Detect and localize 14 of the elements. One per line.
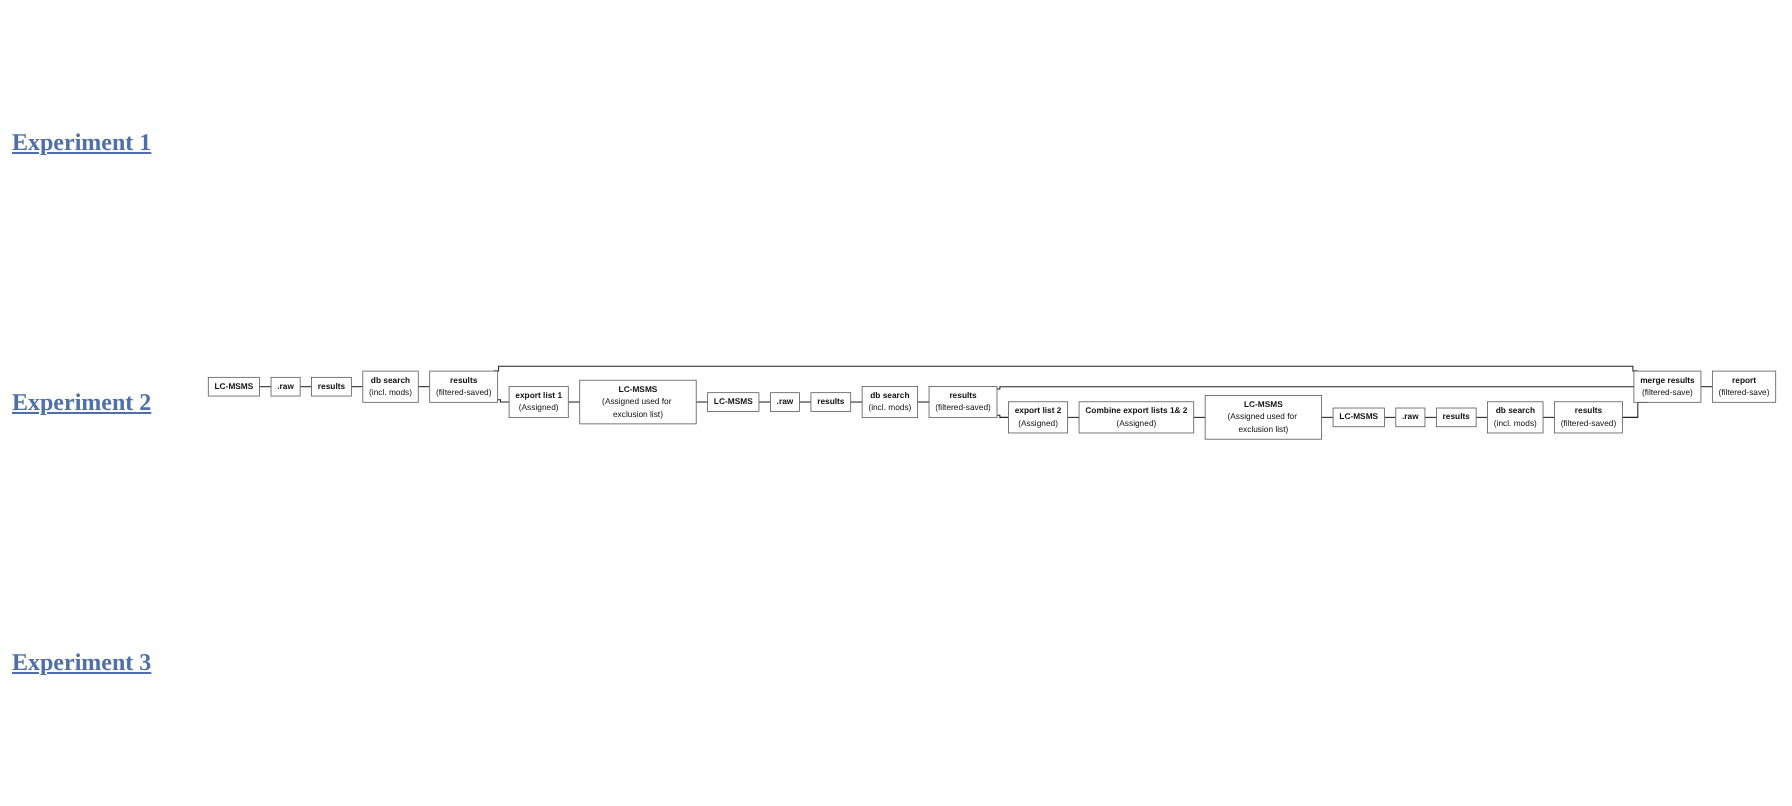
section-label: Experiment 3 xyxy=(12,648,154,679)
section-label: Experiment 1 xyxy=(12,127,154,158)
connector xyxy=(695,401,709,403)
connector xyxy=(1193,417,1206,419)
connector xyxy=(497,399,510,403)
connector xyxy=(799,401,812,403)
section-label: Experiment 2 xyxy=(12,387,154,418)
connector xyxy=(996,414,1009,419)
connector xyxy=(493,365,1639,372)
connector xyxy=(567,401,581,403)
connector xyxy=(996,386,1635,390)
connector xyxy=(917,401,930,403)
connector xyxy=(850,401,863,403)
connector xyxy=(758,401,771,403)
